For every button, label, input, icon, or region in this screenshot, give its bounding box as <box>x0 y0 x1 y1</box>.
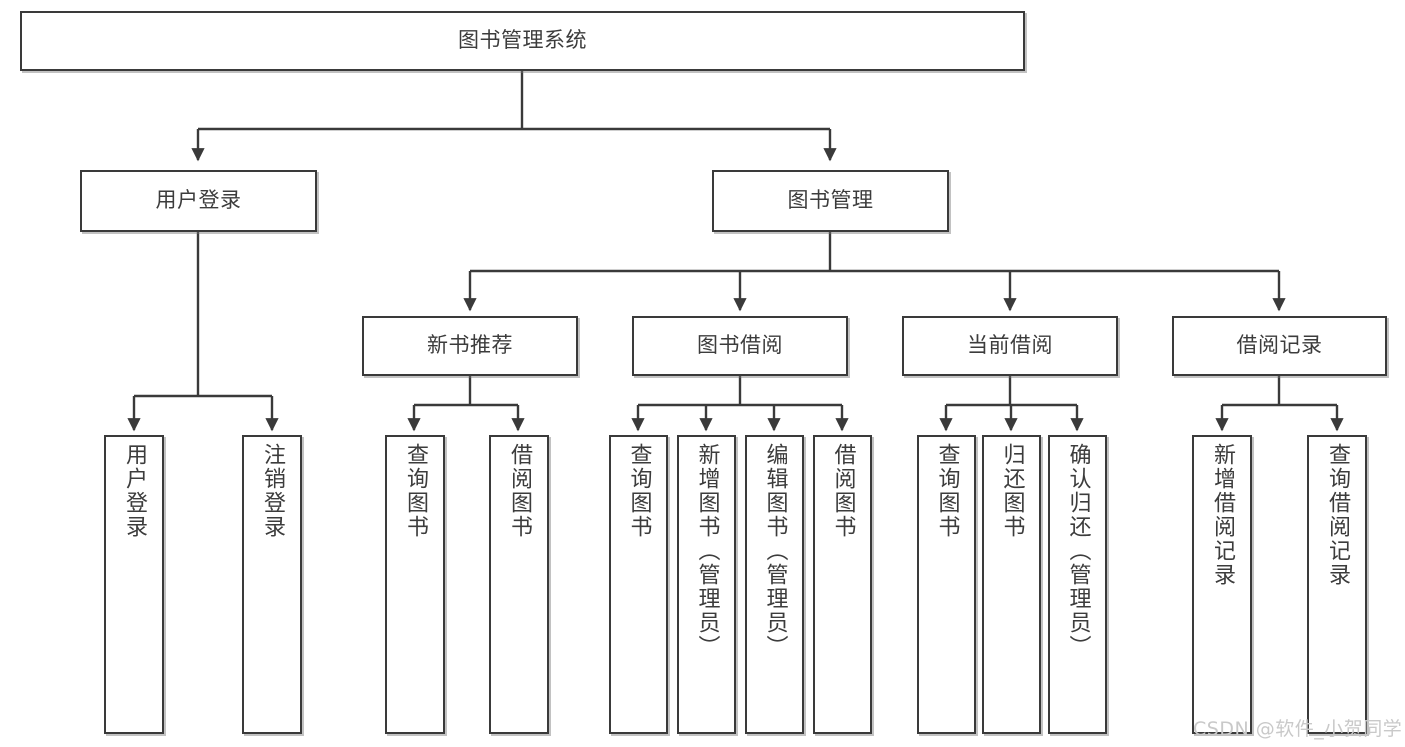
node-book-manage[interactable]: 图书管理 <box>712 170 949 232</box>
node-leaf-query-record-label: 查询借阅记录 <box>1325 443 1350 587</box>
node-new-book-recommend-label: 新书推荐 <box>427 333 513 358</box>
node-leaf-query-record[interactable]: 查询借阅记录 <box>1307 435 1367 734</box>
node-book-borrow[interactable]: 图书借阅 <box>632 316 848 376</box>
node-borrow-record[interactable]: 借阅记录 <box>1172 316 1387 376</box>
node-leaf-add-record[interactable]: 新增借阅记录 <box>1192 435 1252 734</box>
node-leaf-borrow-book-2[interactable]: 借阅图书 <box>813 435 872 734</box>
node-leaf-borrow-book-1[interactable]: 借阅图书 <box>489 435 549 734</box>
node-user-login[interactable]: 用户登录 <box>80 170 317 232</box>
node-user-login-label: 用户登录 <box>155 188 242 213</box>
node-current-borrow-label: 当前借阅 <box>967 333 1053 358</box>
node-leaf-query-book-3-label: 查询图书 <box>934 443 960 539</box>
node-leaf-edit-book-label: 编辑图书（管理员） <box>762 443 788 659</box>
node-leaf-logout-login-label: 注销登录 <box>260 443 285 539</box>
node-new-book-recommend[interactable]: 新书推荐 <box>362 316 578 376</box>
node-current-borrow[interactable]: 当前借阅 <box>902 316 1118 376</box>
csdn-watermark: CSDN @软件_小贺同学 <box>1193 718 1403 740</box>
node-root[interactable]: 图书管理系统 <box>20 11 1025 71</box>
node-leaf-add-book-label: 新增图书（管理员） <box>694 443 720 659</box>
node-leaf-query-book-3[interactable]: 查询图书 <box>917 435 976 734</box>
node-leaf-borrow-book-2-label: 借阅图书 <box>830 443 856 539</box>
node-leaf-query-book-2[interactable]: 查询图书 <box>609 435 668 734</box>
node-leaf-return-book-label: 归还图书 <box>999 443 1025 539</box>
node-leaf-query-book-1-label: 查询图书 <box>403 443 428 539</box>
node-leaf-add-book[interactable]: 新增图书（管理员） <box>677 435 736 734</box>
node-leaf-return-book[interactable]: 归还图书 <box>982 435 1041 734</box>
node-leaf-query-book-1[interactable]: 查询图书 <box>385 435 445 734</box>
node-leaf-confirm-return[interactable]: 确认归还（管理员） <box>1048 435 1107 734</box>
node-book-manage-label: 图书管理 <box>787 188 874 213</box>
node-leaf-edit-book[interactable]: 编辑图书（管理员） <box>745 435 804 734</box>
node-leaf-confirm-return-label: 确认归还（管理员） <box>1065 443 1091 659</box>
node-leaf-user-login[interactable]: 用户登录 <box>104 435 164 734</box>
node-root-label: 图书管理系统 <box>458 28 587 53</box>
node-leaf-user-login-label: 用户登录 <box>122 443 147 539</box>
node-leaf-borrow-book-1-label: 借阅图书 <box>507 443 532 539</box>
node-leaf-logout-login[interactable]: 注销登录 <box>242 435 302 734</box>
node-leaf-query-book-2-label: 查询图书 <box>626 443 652 539</box>
node-borrow-record-label: 借阅记录 <box>1236 333 1323 358</box>
node-leaf-add-record-label: 新增借阅记录 <box>1210 443 1235 587</box>
node-book-borrow-label: 图书借阅 <box>697 333 783 358</box>
